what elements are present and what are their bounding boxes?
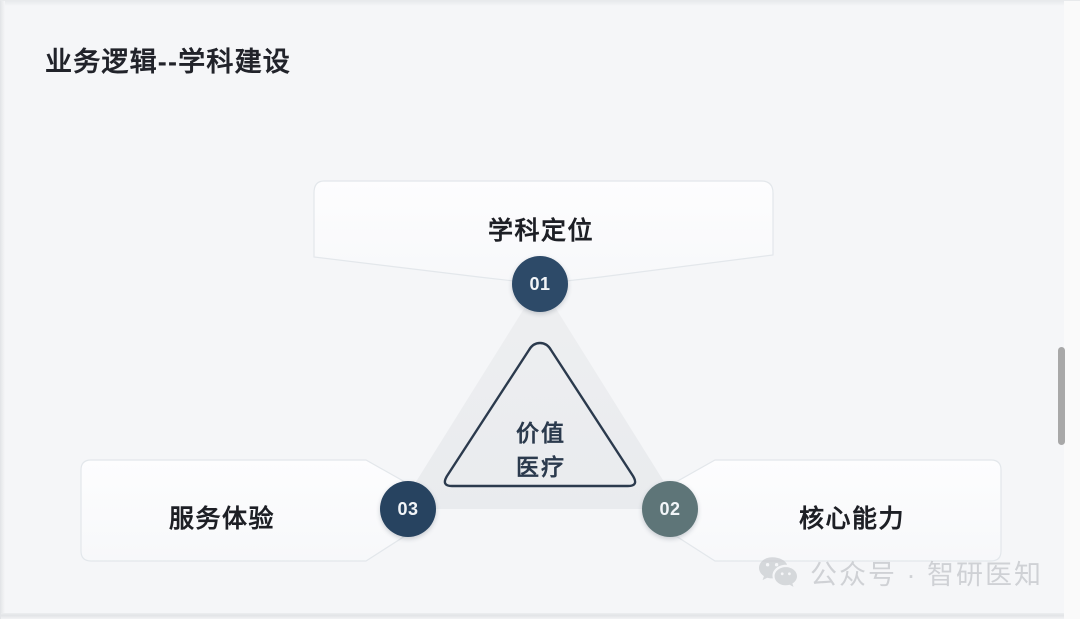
node-label-service-experience: 服务体验 xyxy=(169,505,276,533)
backdrop-triangle xyxy=(399,283,681,509)
page-top-edge xyxy=(1,1,1080,6)
panel-bottom-left xyxy=(80,459,406,562)
node-badge-01: 01 xyxy=(512,256,568,312)
core-concept-line-1: 价值 xyxy=(516,420,566,446)
wechat-icon xyxy=(758,556,798,590)
watermark: 公众号 · 智研医知 xyxy=(758,553,1043,592)
core-triangle-outline xyxy=(443,341,637,488)
vertical-scrollbar-thumb[interactable] xyxy=(1058,347,1065,445)
page-title: 业务逻辑--学科建设 xyxy=(45,47,291,77)
core-concept-line-2: 医疗 xyxy=(516,454,566,480)
node-label-core-capability: 核心能力 xyxy=(799,505,906,533)
core-concept-text: 价值 医疗 xyxy=(1,416,1080,484)
vertical-scrollbar-track[interactable] xyxy=(1058,1,1080,619)
panel-top xyxy=(313,180,774,285)
watermark-text: 公众号 · 智研医知 xyxy=(810,560,1043,590)
page-bottom-edge xyxy=(1,613,1080,619)
node-badge-02: 02 xyxy=(642,481,698,537)
node-badge-03: 03 xyxy=(380,481,436,537)
panel-bottom-right xyxy=(675,459,1002,562)
page-left-edge xyxy=(1,1,5,619)
node-label-discipline-positioning: 学科定位 xyxy=(487,217,594,245)
